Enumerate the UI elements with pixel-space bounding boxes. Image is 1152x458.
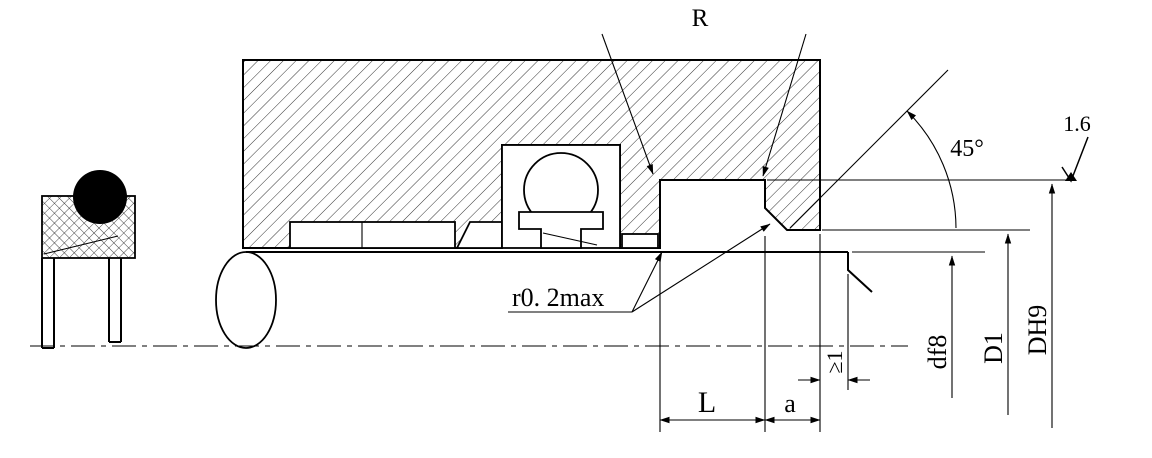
fillet-leader-right bbox=[631, 223, 771, 313]
left-seal-detail-view bbox=[41, 170, 136, 349]
shaft-diameter-label: df8 bbox=[923, 335, 952, 370]
groove-diameter-label: DH9 bbox=[1023, 305, 1052, 356]
dimension-annotations: R 45° 1.6 r0. 2max L a ≥1 df8 bbox=[508, 5, 1091, 432]
housing-cross-section bbox=[242, 59, 821, 249]
seal-lip-seam bbox=[43, 235, 119, 255]
radius-callout-label: R bbox=[692, 5, 709, 32]
seal-assembly bbox=[501, 144, 621, 249]
chamfer-width-label: a bbox=[784, 389, 796, 418]
shaft bbox=[30, 251, 908, 349]
surface-roughness-label: 1.6 bbox=[1063, 111, 1091, 136]
fillet-radius-label: r0. 2max bbox=[512, 283, 604, 312]
chamfer-extension-line bbox=[789, 69, 949, 229]
backup-ring-element bbox=[289, 221, 456, 249]
seal-legs bbox=[41, 258, 122, 349]
slipper-ring bbox=[518, 211, 604, 249]
step-ring-element bbox=[621, 233, 659, 249]
angle-dimension-label: 45° bbox=[950, 136, 984, 162]
radius-leader-left bbox=[601, 33, 654, 175]
radius-leader-right bbox=[762, 33, 807, 177]
min-distance-label: ≥1 bbox=[822, 350, 847, 373]
angle-arc bbox=[906, 110, 957, 229]
roughness-check-icon bbox=[1061, 136, 1089, 183]
bore-diameter-label: D1 bbox=[979, 332, 1008, 364]
o-ring-solid-detail bbox=[73, 170, 127, 224]
roughness-contact-arrow-icon bbox=[1065, 172, 1077, 181]
slipper-ring-seam bbox=[542, 232, 598, 246]
fillet-leader-left bbox=[631, 251, 663, 313]
shaft-step bbox=[847, 252, 873, 293]
groove-length-label: L bbox=[698, 386, 716, 419]
shaft-rounded-end bbox=[215, 251, 277, 349]
